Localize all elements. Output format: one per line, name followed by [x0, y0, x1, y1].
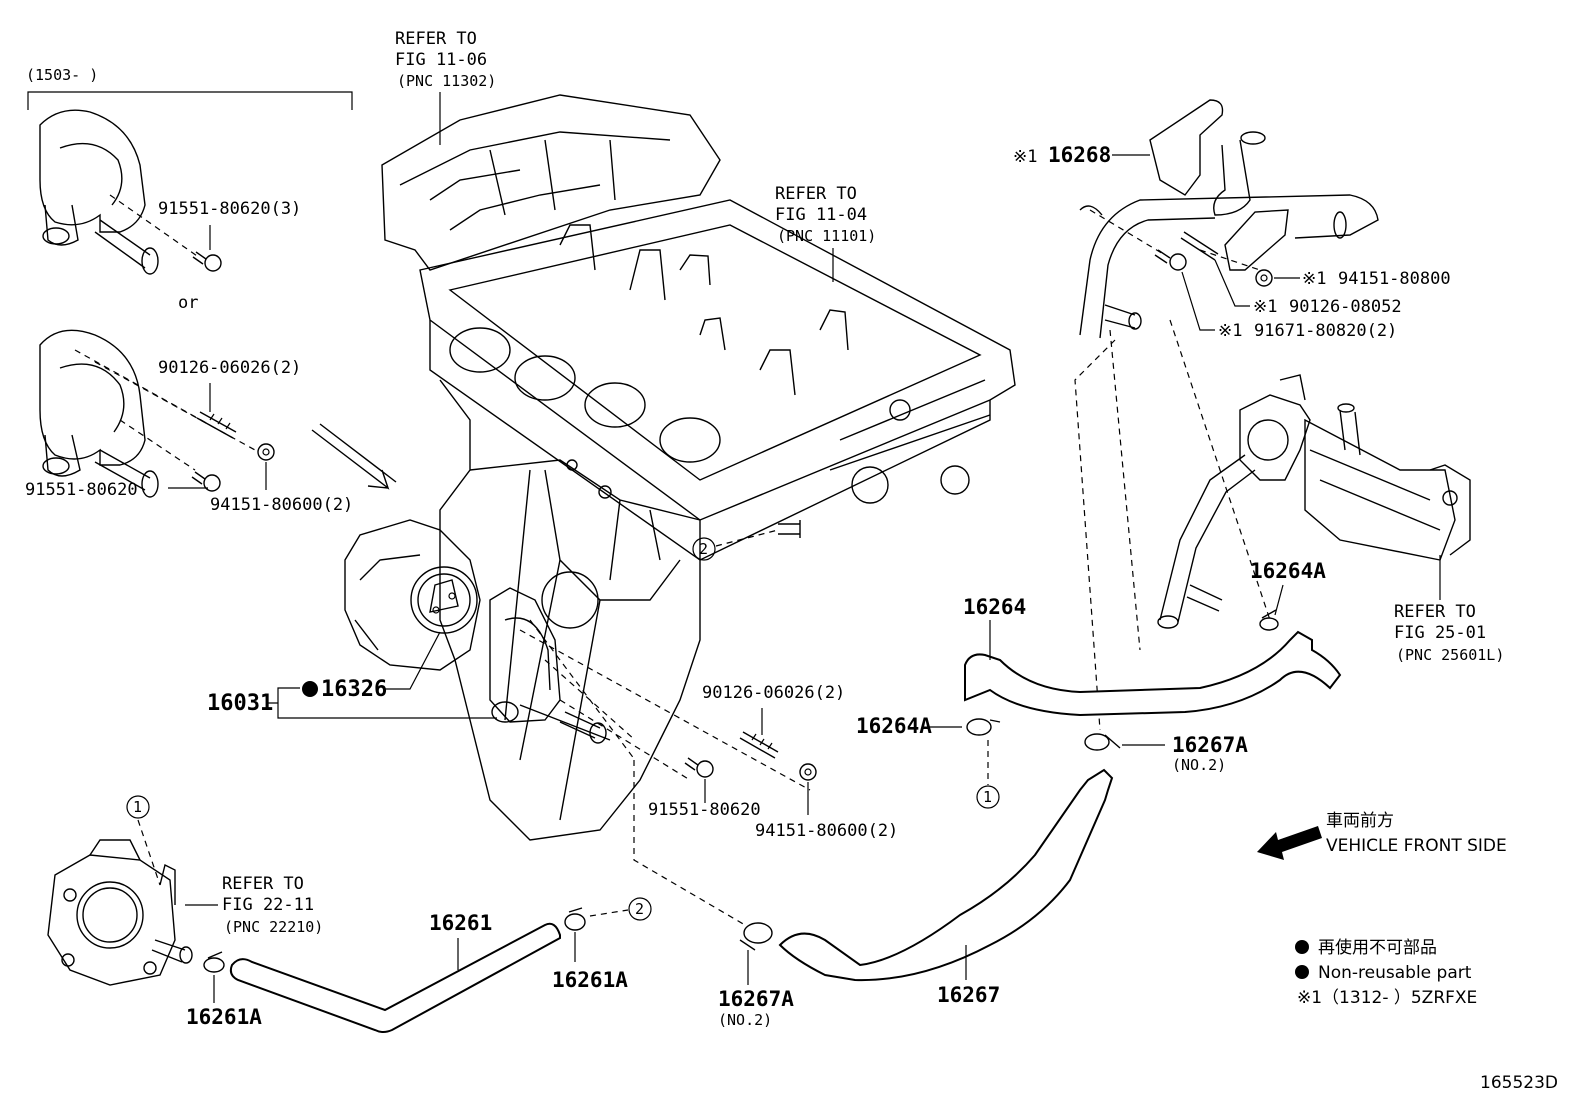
circled-number-icon: 1	[976, 785, 1000, 809]
circled-number-icon: 2	[692, 537, 716, 561]
label-16264: 16264	[963, 595, 1026, 619]
variant-bracket: (1503- )	[26, 66, 353, 110]
mark-16268: ※1	[1013, 147, 1037, 167]
ref-25-01-line1: REFER TO	[1394, 602, 1476, 622]
or-text: or	[178, 293, 198, 313]
hose-clamp-icon	[203, 951, 225, 973]
label-94151-80600-a: 94151-80600(2)	[210, 495, 353, 515]
label-no2-top: (NO.2)	[1172, 756, 1226, 774]
ref-11-06-line2: FIG 11-06	[395, 50, 487, 70]
hose-clamp-icon	[1259, 609, 1279, 631]
front-jp: 車両前方	[1326, 811, 1394, 831]
label-16031: 16031	[207, 691, 273, 716]
mark-94151-80800: ※1	[1302, 269, 1326, 289]
ref-11-04-line3: (PNC 11101)	[777, 227, 876, 245]
ref-22-11-line1: REFER TO	[222, 874, 304, 894]
callout-1-left: 1	[133, 798, 142, 816]
egr-cooler-pipe	[1079, 99, 1379, 339]
nut-icon	[257, 443, 275, 461]
label-16264A-top: 16264A	[1250, 559, 1326, 583]
circled-number-icon: 1	[126, 795, 150, 819]
label-16261A-left: 16261A	[186, 1005, 262, 1029]
ref-25-01-line2: FIG 25-01	[1394, 623, 1486, 643]
refer-fig-22-11: REFER TO FIG 22-11 (PNC 22210)	[185, 874, 323, 936]
nut-icon	[1255, 269, 1273, 287]
ref-25-01-line3: (PNC 25601L)	[1396, 646, 1504, 664]
throttle-body	[47, 839, 193, 986]
stud-icon	[739, 731, 779, 759]
ref-22-11-line2: FIG 22-11	[222, 895, 314, 915]
refer-fig-25-01: REFER TO FIG 25-01 (PNC 25601L)	[1394, 602, 1504, 664]
hose-clamp-icon	[739, 922, 773, 951]
bolt-icon	[1154, 249, 1187, 271]
legend-jp: 再使用不可部品	[1318, 937, 1437, 958]
label-16261: 16261	[429, 911, 492, 935]
label-94151-80800: 94151-80800	[1338, 269, 1451, 289]
callout-1-right: 1	[983, 788, 992, 806]
stud-icon	[1180, 231, 1219, 261]
hose-clamp-icon	[1084, 733, 1121, 751]
ref-22-11-line3: (PNC 22210)	[224, 918, 323, 936]
water-pump	[344, 519, 481, 671]
pointer-arrow-icon	[311, 423, 397, 490]
water-inlet-upper	[39, 109, 159, 275]
front-direction: 車両前方 VEHICLE FRONT SIDE	[1257, 811, 1507, 860]
front-en: VEHICLE FRONT SIDE	[1326, 836, 1507, 856]
label-90126-06026-a: 90126-06026(2)	[158, 358, 301, 378]
nut-icon	[799, 763, 817, 781]
label-91671-80820-2: 91671-80820(2)	[1254, 321, 1397, 341]
label-90126-06026-b: 90126-06026(2)	[702, 683, 845, 703]
label-16267A-bottom: 16267A	[718, 987, 794, 1011]
engine-cylinder-head	[381, 94, 1016, 561]
label-91551-80620-b: 91551-80620	[648, 800, 761, 820]
callout-2-head: 2	[699, 540, 708, 558]
legend: 再使用不可部品 Non-reusable part ※1（1312- ）5ZRF…	[1295, 937, 1477, 1008]
ref-11-04-line2: FIG 11-04	[775, 205, 867, 225]
engine-block	[439, 379, 701, 841]
callout-2-bottom: 2	[635, 900, 644, 918]
hose-16261	[229, 922, 561, 1033]
label-16267A-top: 16267A	[1172, 733, 1248, 757]
label-91551-80620-a: 91551-80620	[25, 480, 138, 500]
ref-11-04-line1: REFER TO	[775, 184, 857, 204]
label-no2-bottom: (NO.2)	[718, 1011, 772, 1029]
circled-number-icon: 2	[628, 897, 652, 921]
hose-clamp-icon	[966, 718, 1001, 736]
refer-fig-11-06: REFER TO FIG 11-06 (PNC 11302)	[395, 29, 496, 145]
bolt-icon	[192, 251, 222, 272]
label-16264A: 16264A	[856, 714, 932, 738]
figure-id: 165523D	[1480, 1073, 1558, 1093]
non-reusable-dot-icon	[1295, 940, 1309, 954]
stud-icon	[196, 411, 237, 439]
label-94151-80600-b: 94151-80600(2)	[755, 821, 898, 841]
water-inlet-housing	[489, 587, 611, 744]
non-reusable-dot-icon	[1295, 965, 1309, 979]
mark-91671: ※1	[1218, 321, 1242, 341]
non-reusable-dot-icon	[302, 681, 318, 697]
mark-90126-08052: ※1	[1253, 297, 1277, 317]
variant-range: (1503- )	[26, 66, 98, 84]
label-16261A-mid: 16261A	[552, 968, 628, 992]
egr-valve	[1157, 374, 1471, 629]
legend-en: Non-reusable part	[1318, 963, 1472, 983]
label-16268: 16268	[1048, 143, 1111, 167]
bolt-icon	[191, 471, 221, 492]
hose-clamp-icon	[564, 907, 586, 931]
legend-note: ※1（1312- ）5ZRFXE	[1297, 988, 1477, 1008]
bolt-icon	[684, 757, 714, 778]
water-inlet-lower	[39, 329, 159, 498]
ref-11-06-line3: (PNC 11302)	[397, 72, 496, 90]
front-arrow-icon	[1257, 826, 1322, 860]
label-91551-80620-3: 91551-80620(3)	[158, 199, 301, 219]
hose-16264	[964, 630, 1342, 717]
label-16267: 16267	[937, 983, 1000, 1007]
refer-fig-11-04: REFER TO FIG 11-04 (PNC 11101)	[775, 184, 876, 282]
label-90126-08052: 90126-08052	[1289, 297, 1402, 317]
ref-11-06-line1: REFER TO	[395, 29, 477, 49]
label-16326: 16326	[321, 677, 387, 702]
hose-16267	[778, 768, 1114, 982]
